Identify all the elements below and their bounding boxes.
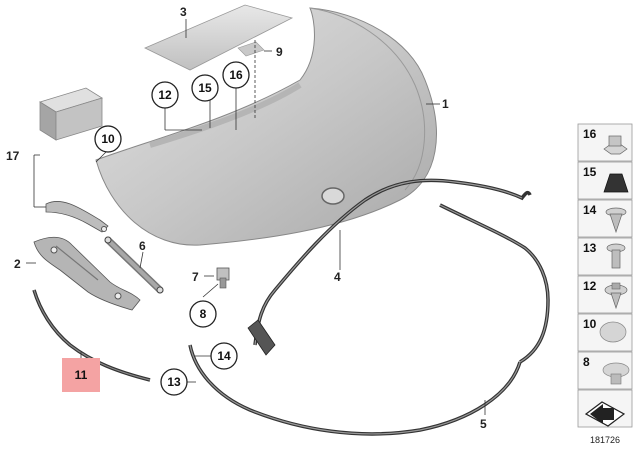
gasket-seal	[247, 178, 550, 364]
side-panel: 16 15 14 13	[577, 123, 633, 445]
trunk-lid	[95, 7, 437, 246]
reference-number: 181726	[590, 435, 620, 445]
svg-text:10: 10	[101, 132, 115, 146]
svg-text:15: 15	[198, 81, 212, 95]
callout-8: 8	[189, 300, 217, 328]
side-item-15[interactable]: 15	[577, 161, 633, 200]
callout-10: 10	[94, 125, 122, 153]
callout-2: 2	[14, 257, 21, 271]
leader-lines	[26, 19, 486, 415]
side-item-8[interactable]: 8	[577, 351, 633, 390]
bolt	[216, 267, 230, 289]
svg-text:16: 16	[583, 127, 597, 141]
mushroom-plug-icon	[602, 362, 630, 385]
svg-text:12: 12	[158, 88, 172, 102]
callout-7: 7	[192, 270, 199, 284]
round-plug-icon	[599, 321, 627, 343]
svg-text:14: 14	[583, 203, 597, 217]
hex-nut-icon	[603, 135, 628, 155]
rubber-buffer-icon	[603, 173, 629, 193]
callout-16: 16	[222, 61, 250, 89]
callout-1: 1	[442, 97, 449, 111]
svg-text:8: 8	[583, 355, 590, 369]
hinge-bracket	[45, 201, 109, 233]
callout-14: 14	[210, 342, 238, 370]
svg-text:12: 12	[583, 279, 597, 293]
callout-3: 3	[180, 5, 187, 19]
hinge	[33, 236, 141, 311]
lower-seal	[188, 344, 522, 436]
callout-9: 9	[276, 45, 283, 59]
svg-text:10: 10	[583, 317, 597, 331]
svg-text:8: 8	[200, 307, 207, 321]
push-clip-icon	[606, 243, 626, 269]
gas-strut	[104, 236, 164, 294]
side-item-13[interactable]: 13	[577, 237, 633, 276]
seal-strip	[32, 289, 151, 382]
callout-11-highlight[interactable]: 11	[62, 358, 100, 392]
svg-text:14: 14	[217, 349, 231, 363]
callout-12: 12	[151, 81, 179, 109]
callout-15: 15	[191, 74, 219, 102]
callout-4: 4	[334, 270, 341, 284]
side-item-14[interactable]: 14	[577, 199, 633, 238]
svg-text:13: 13	[583, 241, 597, 255]
callout-6: 6	[139, 239, 146, 253]
callout-13: 13	[160, 368, 188, 396]
callout-5: 5	[480, 417, 487, 431]
arrow-navigation-icon	[584, 401, 626, 427]
spreader-rivet-icon	[604, 282, 628, 310]
svg-text:16: 16	[229, 68, 243, 82]
side-item-10[interactable]: 10	[577, 313, 633, 352]
insulation-pad	[144, 4, 294, 71]
side-item-12[interactable]: 12	[577, 275, 633, 314]
side-item-16[interactable]: 16	[577, 123, 633, 162]
expanding-rivet-icon	[605, 207, 627, 234]
small-pad	[237, 41, 265, 57]
rubber-block	[39, 87, 103, 141]
callout-17: 17	[6, 149, 20, 163]
svg-text:13: 13	[167, 375, 181, 389]
svg-text:11: 11	[75, 368, 88, 382]
svg-text:15: 15	[583, 165, 597, 179]
side-nav[interactable]	[577, 389, 633, 428]
